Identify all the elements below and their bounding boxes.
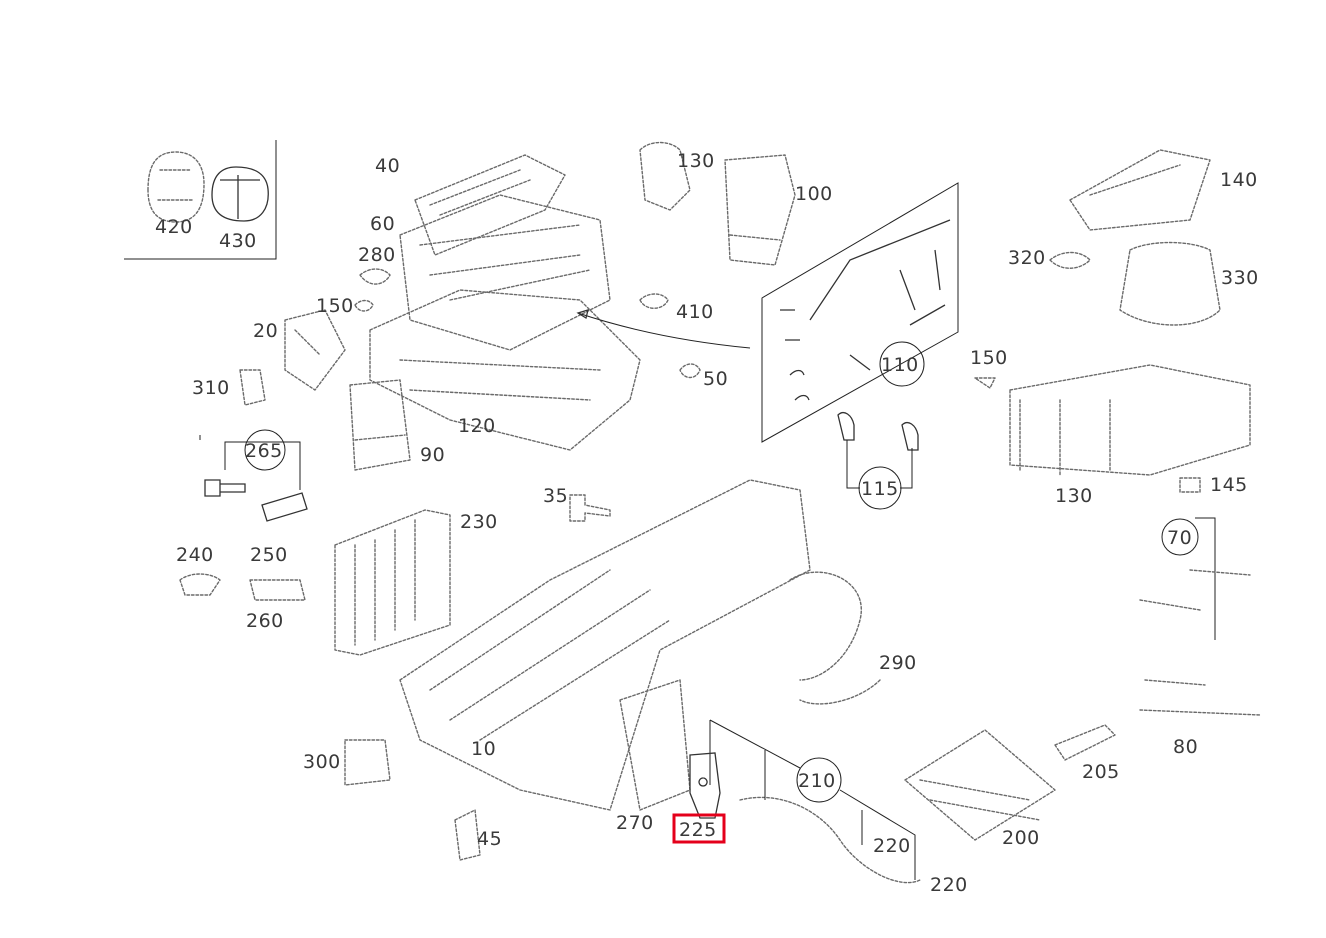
part-130-drawing[interactable]	[1009, 364, 1251, 476]
label-70[interactable]: 70	[1167, 527, 1192, 549]
part-20-drawing[interactable]	[284, 309, 346, 391]
part-290-drawing[interactable]	[789, 571, 881, 705]
part-260-drawing[interactable]	[249, 579, 306, 601]
label-410[interactable]: 410	[676, 301, 714, 323]
part-130top-drawing[interactable]	[639, 141, 691, 211]
part-150a-drawing[interactable]	[354, 299, 374, 312]
label-225[interactable]: 225	[679, 819, 717, 841]
part-10-drawing[interactable]	[399, 479, 811, 811]
group-265: 265	[204, 429, 308, 522]
label-80[interactable]: 80	[1173, 736, 1198, 758]
lower-main-assembly	[399, 479, 921, 884]
label-220a[interactable]: 220	[873, 835, 911, 857]
label-35[interactable]: 35	[543, 485, 568, 507]
label-100[interactable]: 100	[795, 183, 833, 205]
label-45[interactable]: 45	[477, 828, 502, 850]
label-280[interactable]: 280	[358, 244, 396, 266]
label-240[interactable]: 240	[176, 544, 214, 566]
label-200[interactable]: 200	[1002, 827, 1040, 849]
part-45-drawing[interactable]	[454, 809, 481, 861]
label-120[interactable]: 120	[458, 415, 496, 437]
label-60[interactable]: 60	[370, 213, 395, 235]
part-265-plate[interactable]	[261, 492, 308, 522]
right-parts: 70	[904, 149, 1261, 841]
inset-box: 420 430	[124, 140, 277, 260]
part-320-drawing[interactable]	[1049, 251, 1091, 269]
label-130[interactable]: 130	[1055, 485, 1093, 507]
label-260[interactable]: 260	[246, 610, 284, 632]
part-70-drawing[interactable]	[1139, 569, 1261, 716]
labels: 40 60 280 150 20 310 120 130 100 410 50 …	[176, 150, 1259, 896]
part-100-drawing[interactable]	[724, 154, 796, 266]
panel-110: 110 115	[576, 182, 959, 510]
part-145-drawing[interactable]	[1179, 477, 1201, 493]
mid-left-parts	[179, 494, 611, 861]
part-35-drawing[interactable]	[569, 494, 611, 522]
label-300[interactable]: 300	[303, 751, 341, 773]
part-220-drawing[interactable]	[739, 796, 921, 884]
part-140-drawing[interactable]	[1069, 149, 1211, 231]
part-110-drawing[interactable]	[780, 219, 951, 401]
label-230[interactable]: 230	[460, 511, 498, 533]
part-265-bolt[interactable]	[204, 479, 246, 497]
label-310[interactable]: 310	[192, 377, 230, 399]
part-230-drawing[interactable]	[334, 509, 451, 656]
callout-210-group: 210	[672, 719, 916, 880]
part-330-drawing[interactable]	[1119, 241, 1221, 326]
label-250[interactable]: 250	[250, 544, 288, 566]
part-90-drawing[interactable]	[349, 379, 411, 471]
label-50[interactable]: 50	[703, 368, 728, 390]
part-120-drawing[interactable]	[369, 289, 641, 451]
part-205-drawing[interactable]	[1054, 724, 1116, 761]
part-225-drawing[interactable]	[689, 752, 721, 819]
label-150a[interactable]: 150	[316, 295, 354, 317]
part-430-drawing[interactable]	[211, 166, 269, 222]
part-115-drawing[interactable]	[837, 411, 919, 451]
part-310-drawing[interactable]	[239, 369, 266, 406]
part-200-drawing[interactable]	[904, 729, 1056, 841]
label-140[interactable]: 140	[1220, 169, 1258, 191]
label-90[interactable]: 90	[420, 444, 445, 466]
label-430[interactable]: 430	[219, 230, 257, 252]
label-110[interactable]: 110	[881, 354, 919, 376]
part-420-drawing[interactable]	[147, 151, 205, 223]
part-410-drawing[interactable]	[639, 293, 669, 309]
label-210[interactable]: 210	[798, 770, 836, 792]
upper-engine-assembly	[199, 141, 796, 471]
label-10[interactable]: 10	[471, 738, 496, 760]
highlight-box-225	[672, 813, 726, 844]
label-420[interactable]: 420	[155, 216, 193, 238]
part-240-drawing[interactable]	[179, 573, 221, 596]
part-50-drawing[interactable]	[679, 363, 701, 379]
label-130top[interactable]: 130	[677, 150, 715, 172]
label-115[interactable]: 115	[861, 478, 899, 500]
part-40-drawing[interactable]	[414, 154, 566, 256]
label-265[interactable]: 265	[245, 440, 283, 462]
label-150b[interactable]: 150	[970, 347, 1008, 369]
label-270[interactable]: 270	[616, 812, 654, 834]
label-205[interactable]: 205	[1082, 761, 1120, 783]
part-150b-drawing[interactable]	[974, 377, 996, 389]
part-300-drawing[interactable]	[344, 739, 391, 786]
label-145[interactable]: 145	[1210, 474, 1248, 496]
part-280-drawing[interactable]	[359, 268, 391, 285]
label-290[interactable]: 290	[879, 652, 917, 674]
part-60-drawing[interactable]	[399, 194, 611, 351]
label-20[interactable]: 20	[253, 320, 278, 342]
label-40[interactable]: 40	[375, 155, 400, 177]
label-330[interactable]: 330	[1221, 267, 1259, 289]
label-220b[interactable]: 220	[930, 874, 968, 896]
label-320[interactable]: 320	[1008, 247, 1046, 269]
